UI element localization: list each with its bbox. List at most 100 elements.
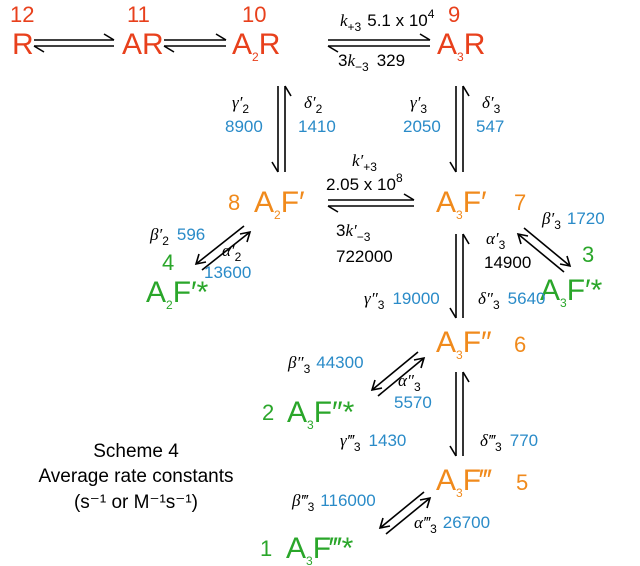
caption-units: (s⁻¹ or M⁻¹s⁻¹) bbox=[74, 492, 198, 513]
rate-alpha3c-symbol: α‴ bbox=[414, 513, 431, 532]
rate-beta3b: β″3 44300 bbox=[287, 353, 364, 376]
state-A3F3-tail: F bbox=[463, 464, 481, 497]
state-A3F2s-main: A bbox=[287, 396, 307, 429]
state-A2F1s-main: A bbox=[146, 276, 166, 309]
state-A3F2s-sub: 3 bbox=[307, 418, 314, 432]
state-number-6: 6 bbox=[514, 332, 526, 357]
rate-gamma3-symbol: γ′ bbox=[410, 93, 421, 112]
rate-gamma3-sub: 3 bbox=[420, 102, 427, 116]
rate-delta3: δ′3 bbox=[482, 93, 501, 116]
state-A3F2s-sup: ″* bbox=[332, 396, 355, 429]
arrow-R-AR bbox=[33, 33, 115, 53]
state-A3F3s-main: A bbox=[286, 532, 306, 565]
rate-beta2-value: 596 bbox=[177, 225, 205, 244]
rate-gamma2-sub: 2 bbox=[242, 102, 249, 116]
state-A2F1-main: A bbox=[254, 186, 274, 219]
arrow-A3F1-A3F1s bbox=[516, 227, 572, 273]
rate-beta3b-symbol: β″ bbox=[287, 353, 304, 372]
state-A3F3s-sup: ‴* bbox=[329, 532, 354, 565]
rate-gamma3c-symbol: γ‴ bbox=[340, 431, 355, 450]
rate-gamma3b-symbol: γ″ bbox=[364, 289, 379, 308]
rate-kp-plus3-exp: 8 bbox=[396, 171, 403, 185]
state-A2F1-sup: ′ bbox=[299, 186, 305, 219]
rate-alpha3-value: 14900 bbox=[484, 253, 531, 272]
rate-alpha2-sub: 2 bbox=[235, 250, 242, 264]
state-A3F3s-tail: F bbox=[313, 532, 331, 565]
state-A3F3s-sub: 3 bbox=[306, 554, 313, 566]
state-A3F1-main: A bbox=[436, 186, 456, 219]
rate-alpha3b-value: 5570 bbox=[394, 393, 432, 412]
state-AR-main: AR bbox=[122, 28, 164, 61]
rate-beta3b-sub: 3 bbox=[304, 362, 311, 376]
state-A2F1: A2F′ bbox=[254, 186, 305, 222]
state-A2R-tail: R bbox=[259, 28, 281, 61]
rate-kp-minus3-symbol: k′ bbox=[345, 221, 357, 240]
state-A2F1s: A2F′* bbox=[146, 276, 209, 312]
rate-alpha3b-sub: 3 bbox=[414, 380, 421, 394]
state-A2F1s-sup: ′* bbox=[191, 276, 209, 309]
rate-beta3-value: 1720 bbox=[567, 209, 605, 228]
state-A2R-sub: 2 bbox=[252, 50, 259, 64]
state-number-4: 4 bbox=[162, 250, 174, 275]
state-A2F1-tail: F bbox=[281, 186, 299, 219]
state-number-10: 10 bbox=[242, 2, 266, 27]
state-A3F1s-sub: 3 bbox=[560, 296, 567, 310]
rate-k-minus3-sub: −3 bbox=[355, 60, 369, 74]
state-A3F1s-main: A bbox=[540, 274, 560, 307]
caption-subtitle: Average rate constants bbox=[38, 466, 233, 487]
rate-beta3b-value: 44300 bbox=[316, 353, 363, 372]
rate-gamma3c-value: 1430 bbox=[369, 431, 407, 450]
state-A3R-tail: R bbox=[464, 28, 486, 61]
state-A3F3-sub: 3 bbox=[456, 486, 463, 500]
rate-gamma3b-value: 19000 bbox=[392, 289, 439, 308]
rate-gamma2: γ′2 bbox=[232, 93, 249, 116]
rate-alpha3b-symbol: α″ bbox=[398, 371, 415, 390]
rate-gamma3b: γ″3 19000 bbox=[364, 289, 440, 312]
arrow-A2R-A2F1 bbox=[271, 85, 292, 173]
rate-delta3c-value: 770 bbox=[510, 431, 538, 450]
arrow-A3F2-A3F2s bbox=[370, 351, 426, 397]
state-A3F1: A3F′ bbox=[436, 186, 487, 222]
arrow-A2F1-A3F1 bbox=[327, 193, 415, 213]
state-A2F1-sub: 2 bbox=[274, 208, 281, 222]
rate-gamma3-value: 2050 bbox=[403, 117, 441, 136]
state-A2F1s-sub: 2 bbox=[166, 298, 173, 312]
rate-delta3c-sub: 3 bbox=[495, 440, 502, 454]
state-number-7: 7 bbox=[514, 190, 526, 215]
state-A2R-main: A bbox=[232, 28, 252, 61]
rate-delta3-sub: 3 bbox=[494, 102, 501, 116]
arrow-A3R-A3F1 bbox=[449, 85, 470, 173]
rate-k-plus3-sub: +3 bbox=[348, 20, 362, 34]
arrow-AR-A2R bbox=[163, 33, 227, 53]
rate-delta2-value: 1410 bbox=[298, 117, 336, 136]
state-number-8: 8 bbox=[228, 190, 240, 215]
rate-alpha3-sub: 3 bbox=[499, 238, 506, 252]
rate-kp-minus3-pre: 3 bbox=[336, 221, 345, 240]
state-A3R-main: A bbox=[437, 28, 457, 61]
state-A3F1-sub: 3 bbox=[456, 208, 463, 222]
state-A3F2: A3F″ bbox=[436, 326, 492, 362]
rate-kp-minus3: 3k′−3 bbox=[336, 221, 371, 244]
rate-alpha3c-value: 26700 bbox=[443, 513, 490, 532]
rate-beta2-symbol: β′ bbox=[149, 225, 162, 244]
rate-beta3c-sub: 3 bbox=[308, 500, 315, 514]
rate-gamma3b-sub: 3 bbox=[378, 298, 385, 312]
state-A3F1s: A3F′* bbox=[540, 274, 603, 310]
state-A3F1s-tail: F bbox=[567, 274, 585, 307]
state-A3F2-sup: ″ bbox=[481, 326, 492, 359]
rate-k-plus3-symbol: k bbox=[340, 11, 348, 30]
rate-alpha2: α′2 bbox=[222, 241, 242, 264]
rate-k-plus3-value: 5.1 x 10 bbox=[367, 11, 428, 30]
rate-k-minus3-symbol: k bbox=[347, 51, 355, 70]
rate-kp-plus3-value: 2.05 x 10 bbox=[326, 175, 396, 194]
state-R-main: R bbox=[12, 28, 34, 61]
state-A3F1-tail: F bbox=[463, 186, 481, 219]
rate-beta3c-value: 116000 bbox=[320, 491, 375, 510]
